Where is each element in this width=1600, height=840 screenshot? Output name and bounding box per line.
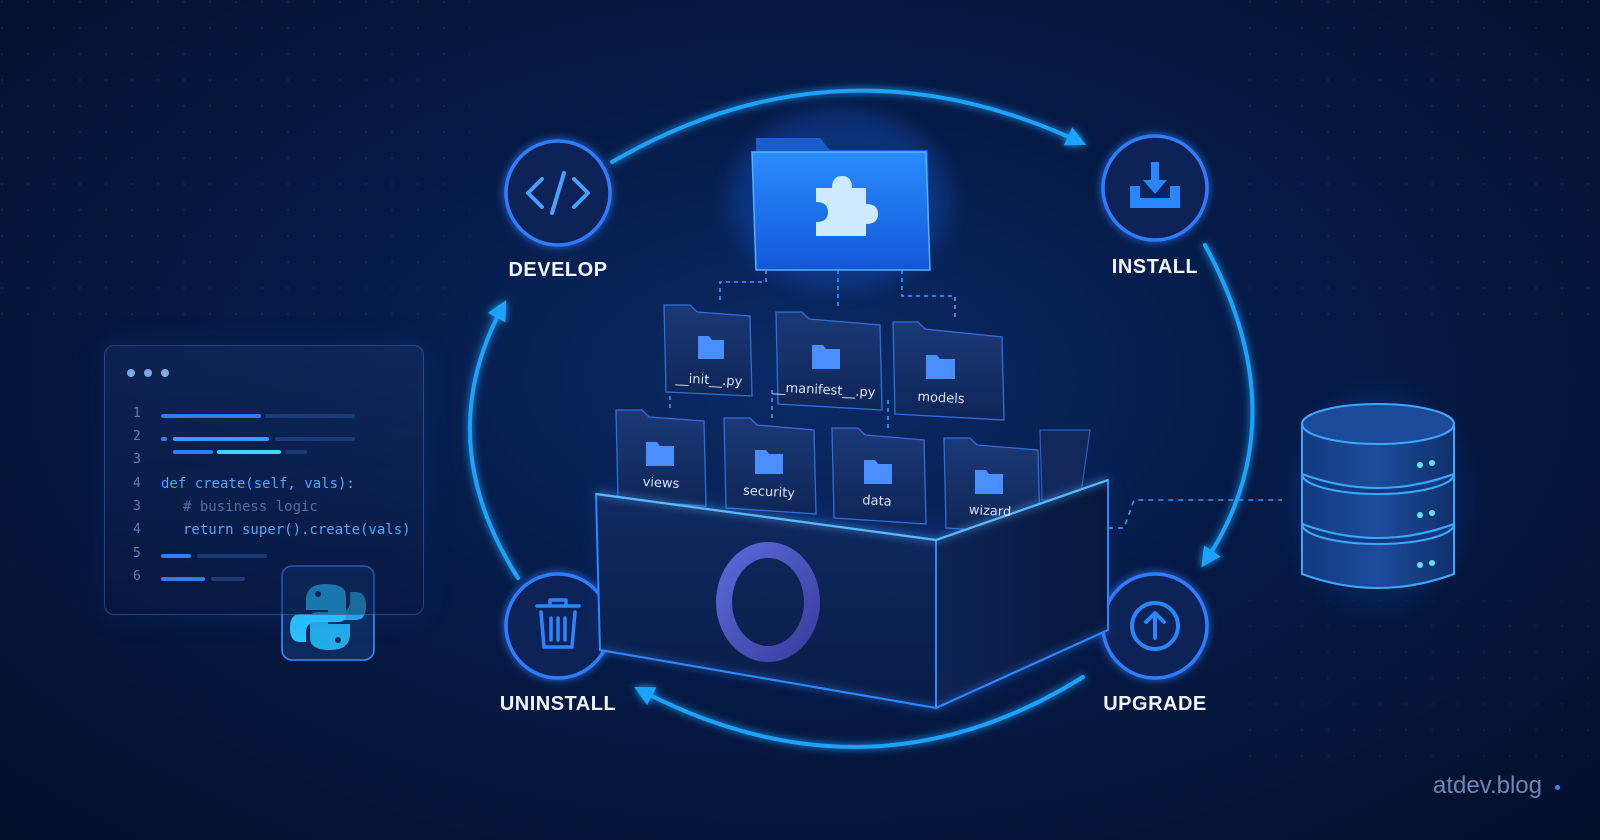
develop-label: DEVELOP xyxy=(508,259,608,281)
download-icon xyxy=(1130,162,1180,208)
code-comment-line: # business logic xyxy=(183,499,318,515)
code-line-2b xyxy=(105,442,423,462)
db-connector xyxy=(1108,499,1282,529)
file-security xyxy=(723,417,817,515)
upgrade-label: UPGRADE xyxy=(1103,693,1207,715)
line-number: 2 xyxy=(133,429,141,444)
code-line-3: 3 xyxy=(105,452,423,472)
module-folder xyxy=(730,110,950,290)
code-line-1: 1 xyxy=(105,406,423,426)
uninstall-label: UNINSTALL xyxy=(499,693,617,715)
code-line-4: 4 def create(self, vals): xyxy=(105,476,423,496)
upgrade-stage[interactable] xyxy=(1101,572,1209,680)
file-manifest xyxy=(775,311,883,411)
uninstall-stage[interactable] xyxy=(504,572,612,680)
arc-install-to-upgrade xyxy=(1201,243,1255,568)
code-icon xyxy=(526,171,590,215)
file-wizard xyxy=(943,437,1041,535)
code-def-line: def create(self, vals): xyxy=(161,476,355,492)
odoo-ring-logo xyxy=(716,542,820,662)
line-number: 4 xyxy=(133,476,141,491)
arc-upgrade-to-uninstall xyxy=(634,675,1085,749)
file-views xyxy=(615,409,707,507)
dot-grid-bottom-right xyxy=(1230,600,1600,760)
line-number: 3 xyxy=(133,452,141,467)
line-number: 4 xyxy=(133,522,141,537)
dot-grid-left xyxy=(0,0,470,330)
line-number: 6 xyxy=(133,569,141,584)
upgrade-icon xyxy=(1130,601,1180,651)
line-number: 3 xyxy=(133,499,141,514)
code-line-5: 3 # business logic xyxy=(105,499,423,519)
dot-grid-right xyxy=(1230,0,1600,330)
lifecycle-arcs xyxy=(467,88,1255,749)
code-line-2: 2 xyxy=(105,429,423,449)
line-number: 5 xyxy=(133,546,141,561)
file-data xyxy=(831,427,927,525)
develop-stage[interactable] xyxy=(504,139,612,247)
line-number: 1 xyxy=(133,406,141,421)
file-models xyxy=(892,321,1005,421)
install-stage[interactable] xyxy=(1101,134,1209,242)
arc-uninstall-to-develop xyxy=(467,300,520,580)
code-editor-panel: 1 2 3 4 def create(self, vals): 3 # busi… xyxy=(104,345,424,615)
database-icon xyxy=(1288,390,1468,610)
watermark-dot xyxy=(1555,785,1560,790)
code-line-7: 5 xyxy=(105,546,423,566)
file-init xyxy=(663,304,753,397)
puzzle-icon xyxy=(816,176,878,236)
arc-develop-to-install xyxy=(610,88,1087,164)
code-return-line: return super().create(vals) xyxy=(183,522,411,538)
install-label: INSTALL xyxy=(1111,256,1199,278)
code-line-6: 4 return super().create(vals) xyxy=(105,522,423,542)
code-line-8: 6 xyxy=(105,569,423,589)
window-dots xyxy=(127,364,178,382)
trash-icon xyxy=(535,598,581,649)
module-box-front xyxy=(594,478,1109,710)
watermark: atdev.blog xyxy=(1433,772,1542,799)
